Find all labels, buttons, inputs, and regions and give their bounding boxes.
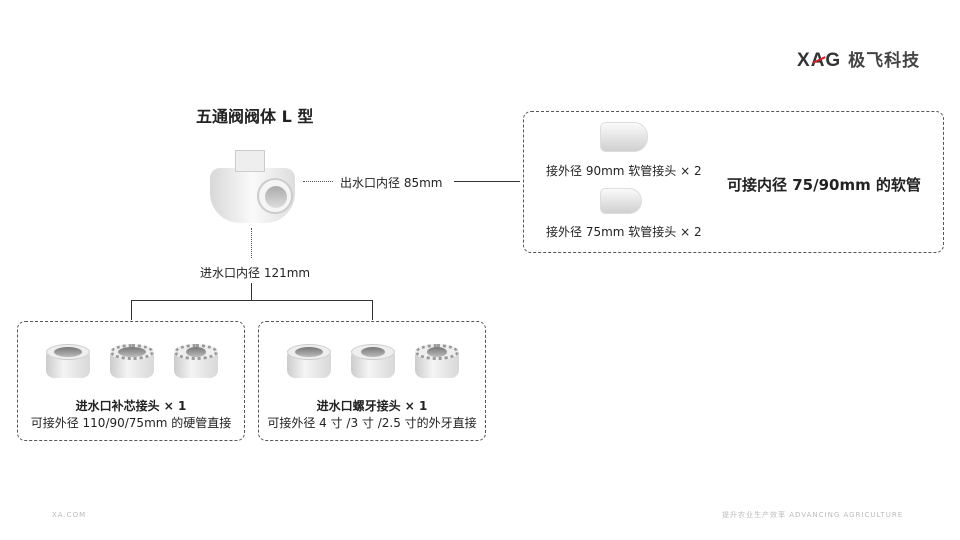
footer-left: XA.COM — [52, 511, 87, 519]
thread-desc: 可接外径 4 寸 /3 寸 /2.5 寸的外牙直接 — [267, 416, 477, 430]
hose-summary: 可接内径 75/90mm 的软管 — [727, 176, 921, 194]
bushing-75-image — [174, 344, 218, 380]
hose-item-90: 接外径 90mm 软管接头 × 2 — [546, 164, 702, 178]
thread-2-5-image — [415, 344, 459, 380]
bushing-90-image — [110, 344, 154, 380]
outlet-arrow — [454, 181, 520, 182]
elbow-90-image — [600, 122, 648, 152]
outlet-label: 出水口内径 85mm — [340, 176, 443, 190]
thread-4-image — [287, 344, 331, 380]
bushing-desc: 可接外径 110/90/75mm 的硬管直接 — [30, 416, 232, 430]
bushing-box: 进水口补芯接头 × 1 可接外径 110/90/75mm 的硬管直接 — [17, 321, 245, 441]
elbow-75-image — [600, 188, 642, 214]
thread-3-image — [351, 344, 395, 380]
page-title: 五通阀阀体 L 型 — [196, 107, 314, 126]
valve-body-image — [205, 148, 300, 228]
thread-box: 进水口螺牙接头 × 1 可接外径 4 寸 /3 寸 /2.5 寸的外牙直接 — [258, 321, 486, 441]
logo-mark: XAG — [797, 50, 842, 71]
inlet-label: 进水口内径 121mm — [200, 266, 311, 280]
hose-item-75: 接外径 75mm 软管接头 × 2 — [546, 225, 702, 239]
bushing-title: 进水口补芯接头 × 1 — [75, 399, 187, 413]
outlet-dotted-arrow — [303, 181, 333, 182]
brand-name: 极飞科技 — [848, 51, 921, 71]
bushing-110-image — [46, 344, 90, 380]
footer-right: 提升农业生产效率 ADVANCING AGRICULTURE — [722, 511, 904, 519]
inlet-dotted-arrow — [251, 228, 252, 258]
thread-title: 进水口螺牙接头 × 1 — [316, 399, 428, 413]
hose-fittings-box: 接外径 90mm 软管接头 × 2 接外径 75mm 软管接头 × 2 可接内径… — [523, 111, 944, 253]
brand-logo: XAG 极飞科技 — [797, 46, 920, 72]
